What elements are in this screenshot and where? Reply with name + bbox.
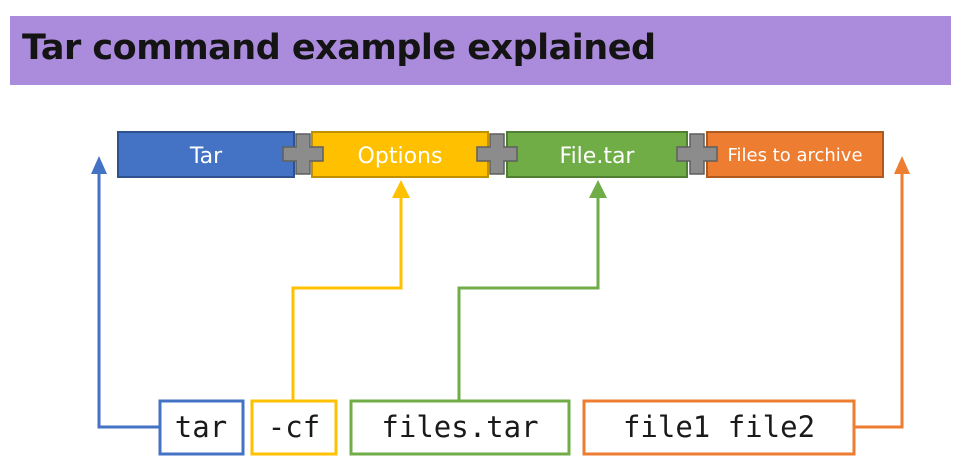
component-boxes: Tar Options File.tar Files to archive <box>117 131 884 178</box>
component-file-tar: File.tar <box>506 131 688 178</box>
command-part-text: tar <box>175 410 227 444</box>
component-label: File.tar <box>560 144 636 169</box>
plus-icon <box>282 133 324 175</box>
component-label: Files to archive <box>727 145 862 166</box>
connector-files-to-archive <box>854 172 904 429</box>
plus-icon <box>676 133 718 175</box>
connector-tar <box>97 172 160 429</box>
command-part-tar: tar <box>158 399 245 456</box>
component-files-to-archive: Files to archive <box>706 131 884 178</box>
title-bar: Tar command example explained <box>10 16 951 85</box>
page-title: Tar command example explained <box>22 28 656 68</box>
command-part-file-tar: files.tar <box>349 399 571 456</box>
arrow-up-icon <box>392 180 410 198</box>
command-parts: tar -cf files.tar file1 file2 <box>158 399 856 456</box>
connectors <box>91 156 910 429</box>
command-part-text: -cf <box>268 410 320 444</box>
component-label: Options <box>358 144 443 169</box>
arrow-up-icon <box>589 180 607 198</box>
component-tar: Tar <box>117 131 295 178</box>
command-part-text: file1 file2 <box>623 410 815 444</box>
command-part-text: files.tar <box>381 410 538 444</box>
arrow-up-icon <box>91 156 107 174</box>
component-options: Options <box>311 131 489 178</box>
plus-icon <box>476 133 518 175</box>
plus-signs <box>282 133 718 175</box>
arrow-up-icon <box>894 156 910 174</box>
command-part-files-to-archive: file1 file2 <box>582 399 856 456</box>
command-part-options: -cf <box>250 399 338 456</box>
connector-options <box>291 196 403 400</box>
connector-file-tar <box>457 196 600 400</box>
component-label: Tar <box>189 144 223 169</box>
